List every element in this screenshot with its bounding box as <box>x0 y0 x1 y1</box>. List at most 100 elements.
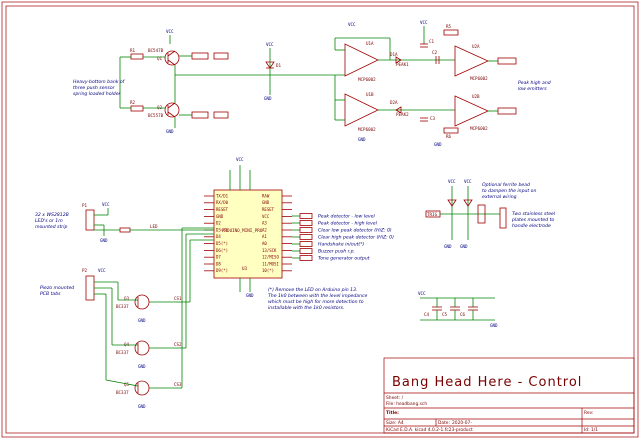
footnote-4: installable with the 1k0 resistors. <box>268 305 344 311</box>
u1a-symbol <box>344 43 379 77</box>
d1-ref: D1 <box>276 63 282 68</box>
date-label: Date: <box>438 420 450 426</box>
sense-note-1: Two stainless steel <box>512 211 556 217</box>
gnd-u3-label: GND <box>246 293 254 298</box>
trig-label: TRIG <box>427 212 438 217</box>
q5-symbol <box>134 380 150 396</box>
title-label: Title: <box>386 410 399 416</box>
u2a-ref: U2A <box>472 44 480 49</box>
size-label: Size: A4 <box>386 420 404 426</box>
u3-part: ARDUINO_MINI_PRO <box>222 228 263 233</box>
c1-ref: C1 <box>429 39 435 44</box>
cs3-label: CS3 <box>174 382 182 387</box>
r2-ref: R2 <box>130 100 136 105</box>
u2a-symbol <box>454 45 489 77</box>
input-diode-node: VCC D1 GND <box>264 42 345 101</box>
arduino-pin-right: 10(*) <box>262 268 274 273</box>
arduino-annotation: Tone generator output <box>318 256 370 262</box>
arduino-pin-left: D7 <box>216 255 221 260</box>
opamp-u1b: U1B MCP6002 D2A PEAK2 GND <box>334 75 420 142</box>
u2b-symbol <box>454 95 489 127</box>
gnd-q4-label: GND <box>138 364 146 369</box>
p1-ref: P1 <box>82 203 88 208</box>
spring-note-2: three push sensor <box>73 85 116 91</box>
c4-ref: C4 <box>424 312 430 317</box>
arduino-io-port <box>299 213 313 219</box>
q2-output-port-b <box>213 111 229 119</box>
ferrite-bead <box>477 204 486 224</box>
rev-label: Rev: <box>584 410 593 416</box>
cs1-label: CS1 <box>174 296 182 301</box>
gnd-sense-label-2: GND <box>460 244 468 249</box>
cs2-label: CS2 <box>174 342 182 347</box>
title-text: Bang Head Here - Control <box>392 375 582 390</box>
d1a-part: PEAK1 <box>396 62 409 67</box>
gnd-caps-label: GND <box>490 323 498 328</box>
r2-symbol <box>130 105 144 112</box>
footnote-2: The 1k0 between with the level impedance <box>268 293 368 299</box>
sense-diode-2 <box>463 199 473 207</box>
q3-symbol <box>134 294 150 310</box>
q2-ref: Q2 <box>157 105 163 110</box>
sheet-inner-border <box>5 5 635 434</box>
spring-note-1: Heavy-bottom bank of <box>73 79 126 85</box>
peak-note-2: low emitters <box>518 86 547 92</box>
arduino-annotation: Peak detector - high level <box>318 221 378 227</box>
u2b-ref: U2B <box>472 94 480 99</box>
r5-ref: R5 <box>446 24 452 29</box>
arduino-io-port <box>299 234 313 240</box>
arduino-pin-left: D3(*) <box>216 227 228 232</box>
arduino-pin-right: 11/MOSI <box>262 261 279 266</box>
led-resistor <box>119 227 131 233</box>
q4-part: BC337 <box>116 350 129 355</box>
q5-ref: Q5 <box>124 382 130 387</box>
decoupling-caps: VCC C4 C5 C6 GND <box>418 291 498 328</box>
vcc-top-label: VCC <box>166 29 174 34</box>
vcc-caps-label: VCC <box>418 291 426 296</box>
coil-drivers: P2 VCC Piezo mounted PCB tabs Q3 BC337 C… <box>40 227 214 409</box>
transistor-pair: VCC BC547B Q1 R1 Q2 BC557B R2 GND He <box>73 29 270 134</box>
vcc-sense-label: VCC <box>448 179 456 184</box>
c2-ref: C2 <box>432 50 438 55</box>
peak-lo-port <box>497 107 517 115</box>
arduino-pin-right: A3 <box>262 221 267 226</box>
vcc-u1a-label: VCC <box>348 22 356 27</box>
q2-part: BC557B <box>148 113 164 118</box>
peak-note-1: Peak high and <box>518 80 551 86</box>
arduino-u3: ARDUINO_MINI_PRO U3 TX/D1RX/D0RESETGNDD2… <box>204 157 394 298</box>
d1a-ref: D1A <box>390 52 398 57</box>
arduino-io-port <box>299 241 313 247</box>
u3-body <box>213 189 283 279</box>
arduino-pin-right: 13/SCK <box>262 248 277 253</box>
spring-note-3: spring loaded holder <box>73 91 122 97</box>
gnd-sense-label: GND <box>444 244 452 249</box>
p2-ref: P2 <box>82 268 88 273</box>
arduino-pin-right: 12/MISO <box>262 255 279 260</box>
d2a-part: PEAK2 <box>396 112 409 117</box>
vcc-p1-label: VCC <box>102 202 110 207</box>
q3-ref: Q3 <box>124 296 130 301</box>
q2-symbol <box>164 102 180 118</box>
arduino-pin-left: D6(*) <box>216 248 228 253</box>
d2a-ref: D2A <box>390 100 398 105</box>
c3-ref: C3 <box>430 116 436 121</box>
u1b-symbol <box>344 93 379 127</box>
arduino-pin-right: GND <box>262 200 270 205</box>
ws2812-note-2: LED's or 1m <box>35 218 63 224</box>
ws2812-note-3: mounted strip <box>35 224 67 230</box>
arduino-io-port <box>299 255 313 261</box>
arduino-pin-right: A1 <box>262 234 267 239</box>
arduino-annotation: Clear high peak detector (HiZ: 0) <box>318 235 394 241</box>
gnd-q3-label: GND <box>138 318 146 323</box>
piezo-note-2: PCB tabs <box>40 291 61 297</box>
title-block-frame <box>383 357 635 434</box>
sense-note-2: plates mounted to <box>511 217 554 223</box>
footnote: (*) Remove the LED on Arduino pin 13. Th… <box>268 287 368 311</box>
arduino-pin-left: D4 <box>216 234 221 239</box>
id-label: Id: 1/1 <box>584 427 598 433</box>
led-net: LED <box>150 224 158 229</box>
arduino-pin-left: TX/D1 <box>216 193 229 198</box>
vcc-c1-label: VCC <box>420 20 428 25</box>
sense-diode-1 <box>447 199 457 207</box>
